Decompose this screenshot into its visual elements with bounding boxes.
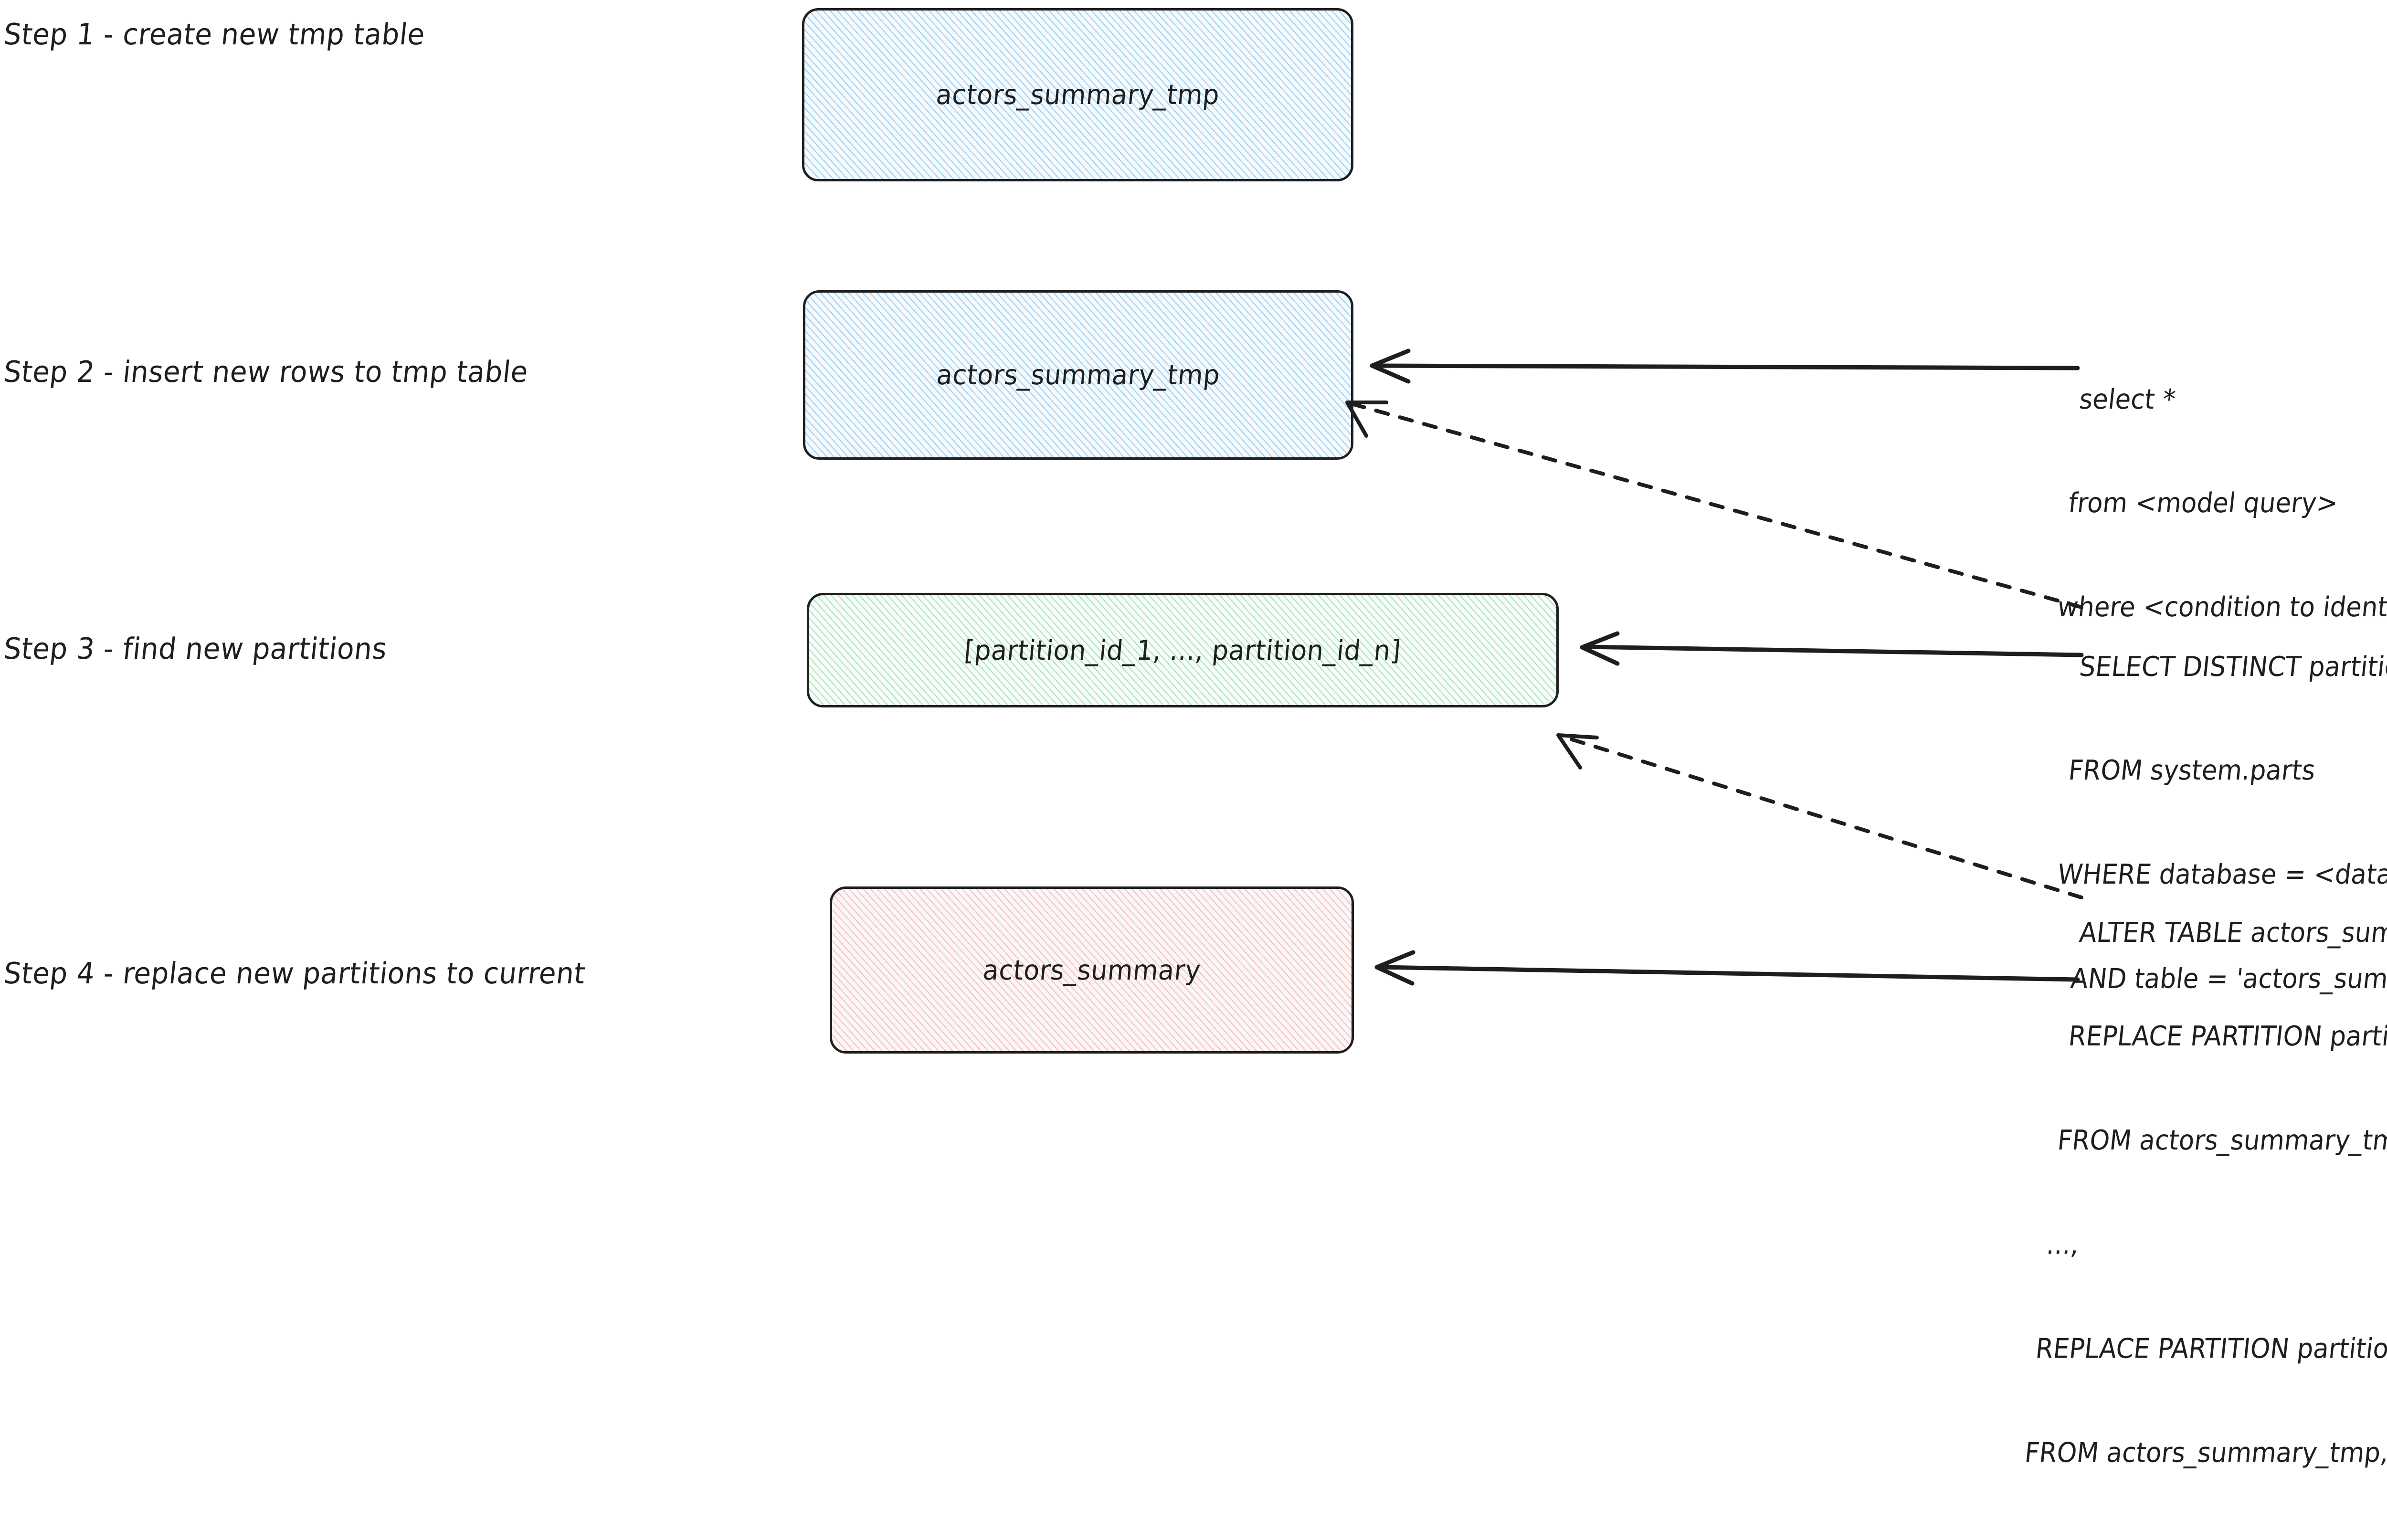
hatch-fill-blue-1 bbox=[804, 11, 1351, 179]
query-step4-line-6: FROM actors_summary_tmp, bbox=[2023, 1437, 2387, 1469]
edge-step3-sql-to-partitions bbox=[1580, 631, 2084, 666]
node-label-actors-summary: actors_summary bbox=[982, 954, 1202, 986]
node-label-tmp-2: actors_summary_tmp bbox=[935, 359, 1222, 391]
query-step3-line-2: FROM system.parts bbox=[2067, 755, 2317, 787]
query-step4-line-2: REPLACE PARTITION partition_id_1 bbox=[2067, 1021, 2387, 1053]
diagram-canvas: Step 1 - create new tmp table Step 2 - i… bbox=[2, 8, 2387, 1469]
query-step4-line-4: ..., bbox=[2045, 1229, 2081, 1261]
node-partition-list[interactable]: [partition_id_1, ..., partition_id_n] bbox=[807, 593, 1559, 707]
edge-step4-sql-to-actors-summary bbox=[1374, 950, 2080, 986]
edge-step2-sql-to-tmp-table bbox=[1370, 348, 2080, 384]
query-step3-line-1: SELECT DISTINCT partition_id bbox=[2078, 651, 2387, 683]
step-label-4: Step 4 - replace new partitions to curre… bbox=[2, 956, 587, 991]
node-actors-summary-tmp-step1[interactable]: actors_summary_tmp bbox=[802, 8, 1353, 181]
node-label-partitions: [partition_id_1, ..., partition_id_n] bbox=[963, 634, 1403, 666]
node-label-tmp-1: actors_summary_tmp bbox=[934, 79, 1221, 111]
hatch-fill-pink bbox=[832, 889, 1352, 1051]
query-step4-line-5: REPLACE PARTITION partition_id_n bbox=[2034, 1333, 2387, 1365]
step-label-3: Step 3 - find new partitions bbox=[2, 631, 389, 666]
step-label-1: Step 1 - create new tmp table bbox=[2, 17, 427, 52]
node-actors-summary-tmp-step2[interactable]: actors_summary_tmp bbox=[803, 290, 1353, 460]
query-step4-line-3: FROM actors_summary_tmp, bbox=[2056, 1125, 2387, 1157]
hatch-fill-blue-2 bbox=[805, 293, 1351, 457]
edge-step4-sql-to-partitions bbox=[1556, 733, 2083, 899]
query-step2-line-2: from <model query> bbox=[2067, 487, 2340, 519]
node-actors-summary[interactable]: actors_summary bbox=[830, 886, 1354, 1054]
edge-step3-sql-to-tmp-table bbox=[1345, 401, 2083, 609]
step-label-2: Step 2 - insert new rows to tmp table bbox=[2, 354, 530, 390]
hatch-fill-green bbox=[809, 595, 1556, 705]
query-step4-line-1: ALTER TABLE actors_summary bbox=[2078, 917, 2387, 949]
query-step2-line-1: select * bbox=[2078, 383, 2177, 415]
